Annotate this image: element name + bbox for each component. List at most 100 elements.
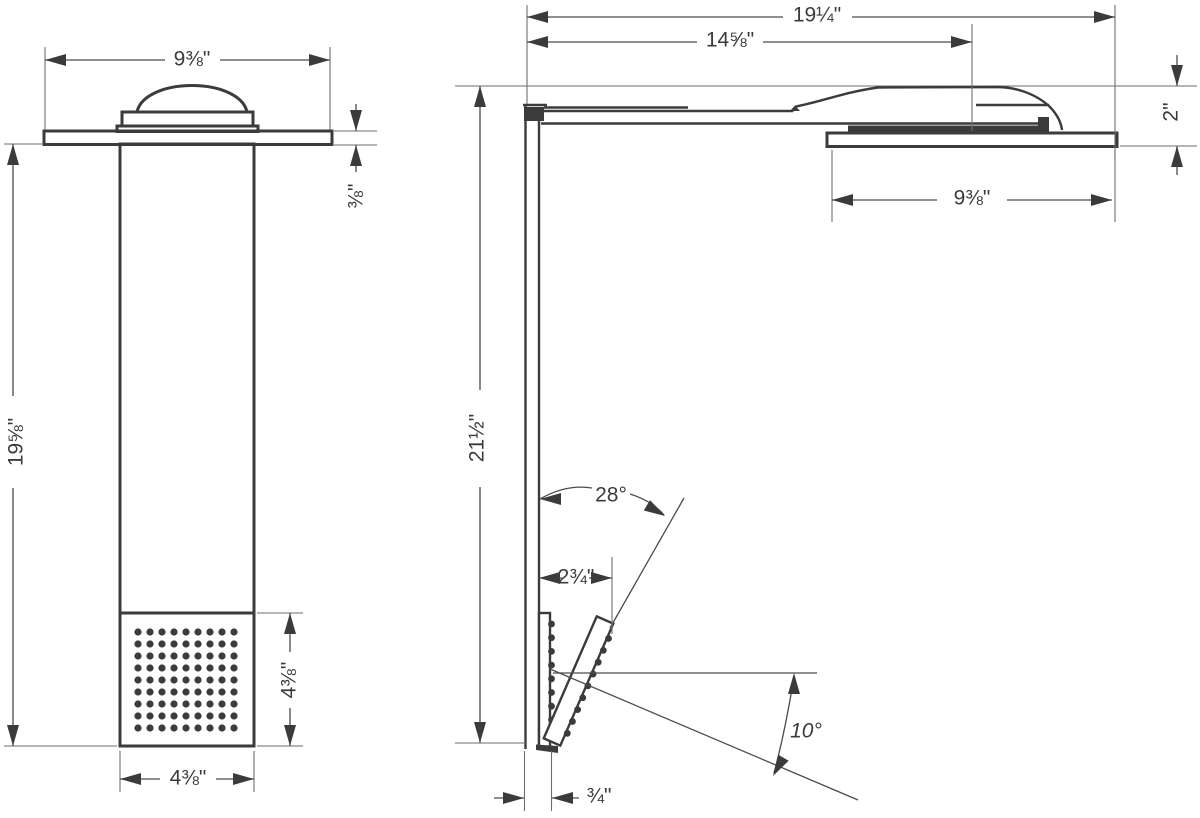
dim-label-head-plate-depth: 9⅜"	[954, 187, 991, 210]
arrowhead	[832, 194, 853, 206]
nozzle-dot	[194, 628, 202, 636]
nozzle-dot	[206, 688, 214, 696]
nozzle-dot	[194, 688, 202, 696]
nozzle-dot	[548, 634, 555, 642]
arrowhead	[643, 500, 665, 516]
nozzle-dot	[146, 700, 154, 708]
nozzle-dot	[194, 712, 202, 720]
nozzle-dot	[182, 640, 190, 648]
nozzle-dot	[146, 628, 154, 636]
dim-label-spray-height: 4⅜"	[278, 662, 301, 699]
nozzle-dot	[170, 640, 178, 648]
nozzle-dot	[548, 689, 555, 696]
nozzle-dot	[194, 640, 202, 648]
nozzle-dot	[134, 688, 142, 696]
nozzle-dot	[158, 688, 166, 696]
arrowhead	[474, 722, 486, 743]
nozzle-dot	[599, 646, 607, 654]
nozzle-dot	[158, 664, 166, 672]
nozzle-dot	[170, 700, 178, 708]
nozzle-dot	[182, 652, 190, 660]
nozzle-dot	[548, 702, 555, 710]
nozzle-dot	[218, 700, 226, 708]
nozzle-dot	[548, 675, 555, 683]
arrowhead	[503, 792, 524, 804]
head-plate-side	[825, 131, 1119, 148]
arrowhead	[309, 54, 330, 66]
arrowhead	[1171, 146, 1183, 167]
nozzle-dot	[230, 652, 238, 660]
arrowhead	[788, 673, 800, 694]
nozzle-dot	[574, 706, 581, 713]
nozzle-dot	[206, 640, 214, 648]
nozzle-dot	[134, 652, 142, 660]
panel-bottom-cap	[536, 744, 558, 753]
nozzle-dot	[170, 664, 178, 672]
dim-label-body-height: 19⅝"	[5, 418, 28, 466]
nozzle-dot	[134, 640, 142, 648]
nozzle-dot	[218, 652, 226, 660]
arrowhead	[951, 36, 972, 48]
arrowhead	[120, 773, 141, 785]
nozzle-dot	[569, 718, 576, 725]
hand-shower-nozzles	[563, 635, 612, 737]
arrowhead	[540, 493, 561, 505]
nozzle-dot	[146, 652, 154, 660]
nozzle-dot	[594, 658, 602, 666]
nozzle-dot	[158, 700, 166, 708]
nozzle-dot	[579, 694, 587, 702]
nozzle-dot	[605, 635, 612, 642]
nozzle-dot	[206, 724, 214, 732]
head-connector-bar	[848, 125, 1046, 132]
dim-label-hand-shower-offset: 2¾"	[558, 566, 595, 589]
dim-label-hand-shower-angle: 28°	[595, 484, 627, 507]
nozzle-dot	[218, 712, 226, 720]
dim-label-spray-width: 4⅜"	[170, 767, 207, 790]
arrowhead	[7, 725, 19, 746]
nozzle-dot	[218, 724, 226, 732]
dim-label-panel-depth: ¾"	[587, 785, 612, 808]
nozzle-dot	[563, 729, 571, 737]
head-connector-step	[1038, 117, 1049, 132]
nozzle-dot	[134, 724, 142, 732]
nozzle-dot	[218, 628, 226, 636]
mounting-plate-front	[42, 129, 334, 146]
nozzle-dot	[170, 724, 178, 732]
arrowhead	[350, 110, 362, 131]
nozzle-dot	[146, 664, 154, 672]
nozzle-dot	[194, 700, 202, 708]
nozzle-dot	[146, 688, 154, 696]
nozzle-dot	[218, 640, 226, 648]
nozzle-dot	[548, 661, 555, 669]
spray-face-nozzle-grid	[134, 628, 238, 732]
dim-label-panel-height: 21½"	[466, 414, 489, 462]
overhead-dome-cap	[135, 83, 249, 113]
nozzle-dot	[230, 628, 238, 636]
arrowhead	[474, 86, 486, 107]
nozzle-dot	[218, 688, 226, 696]
nozzle-dot	[230, 664, 238, 672]
arrowhead	[350, 145, 362, 166]
nozzle-dot	[146, 676, 154, 684]
nozzle-dot	[206, 700, 214, 708]
arrowhead	[527, 11, 548, 23]
front-view: 9⅜" ⅜" 19⅝" 4⅜" 4⅜"	[4, 47, 377, 792]
nozzle-dot	[134, 664, 142, 672]
nozzle-dot	[158, 724, 166, 732]
nozzle-dot	[548, 620, 555, 628]
nozzle-dot	[182, 664, 190, 672]
arrowhead	[284, 613, 296, 634]
nozzle-dot	[170, 688, 178, 696]
dome-hump-profile	[792, 85, 1064, 131]
nozzle-dot	[158, 712, 166, 720]
nozzle-dot	[218, 676, 226, 684]
arrowhead	[7, 144, 19, 165]
nozzle-dot	[230, 676, 238, 684]
nozzle-dot	[170, 628, 178, 636]
nozzle-dot	[134, 700, 142, 708]
nozzle-dot	[206, 676, 214, 684]
panel-body-front	[118, 142, 256, 615]
arrowhead	[233, 773, 254, 785]
nozzle-dot	[134, 628, 142, 636]
